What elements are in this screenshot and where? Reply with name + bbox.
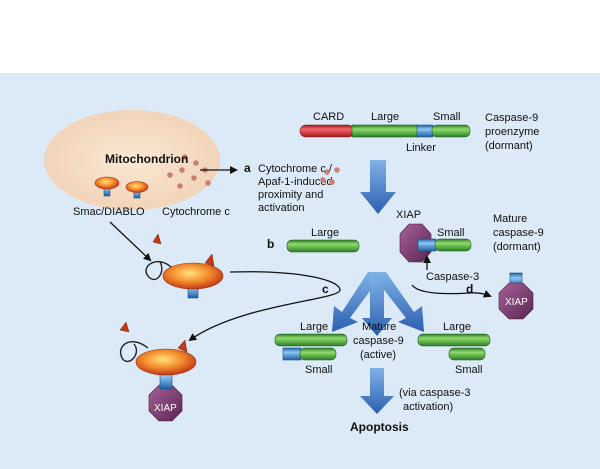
mitochondrion-label: Mitochondrion — [105, 152, 188, 166]
step-a-text-line: Apaf-1-induced — [258, 176, 333, 188]
small-subunit — [431, 124, 471, 138]
step-a-text-line: activation — [258, 202, 304, 214]
step-b-marker: b — [267, 237, 274, 251]
linker-domain — [282, 347, 302, 361]
xiap-protein — [399, 223, 432, 263]
mature-dormant-label-line: caspase-9 — [493, 227, 544, 239]
free-smac — [145, 233, 224, 299]
cytochrome-c-dot — [320, 177, 326, 183]
cytochrome-c-dot — [179, 167, 185, 173]
step-c-marker: c — [322, 282, 329, 296]
smac-release-arrow — [109, 221, 152, 262]
mature-active-label-line: Mature — [362, 321, 396, 333]
xiap-label: XIAP — [396, 209, 421, 221]
small-subunit — [299, 347, 337, 361]
apoptosis-label: Apoptosis — [350, 420, 409, 434]
cytochrome-c-dot — [329, 179, 335, 185]
released-xiap — [498, 272, 534, 320]
small-subunit — [434, 238, 472, 252]
step-d-marker: d — [466, 282, 473, 296]
smac-protein — [125, 181, 149, 199]
step-c-arrow — [188, 271, 341, 342]
cytochrome-c-dot — [193, 160, 199, 166]
xiap-label: XIAP — [505, 297, 528, 308]
step-a-text-line: Cytochrome c / — [258, 163, 333, 175]
card-label: CARD — [313, 111, 344, 123]
linker-domain — [416, 124, 434, 138]
caspase-3-label: Caspase-3 — [426, 271, 479, 283]
card-domain — [299, 124, 355, 138]
arrow-to-step-d — [411, 284, 492, 298]
apoptosis-arrow — [360, 368, 394, 414]
mature-dormant-label-line: (dormant) — [493, 241, 541, 253]
large-subunit — [351, 124, 419, 138]
activation-arrow — [360, 160, 396, 214]
linker-domain — [417, 238, 437, 252]
via-label-line: (via caspase-3 — [399, 387, 471, 399]
caspase-9-proenzyme — [299, 124, 471, 138]
large-subunit — [417, 333, 491, 347]
smac-label: Smac/DIABLO — [73, 206, 145, 218]
large-label: Large — [311, 227, 339, 239]
caspase9-pro-label-line: Caspase-9 — [485, 112, 538, 124]
cytochrome-c-dot — [324, 169, 330, 175]
step-a-marker: a — [244, 161, 251, 175]
small-label: Small — [305, 364, 333, 376]
mature-dormant-label-line: Mature — [493, 213, 527, 225]
cytochrome-c-dot — [205, 180, 211, 186]
step-a-text-line: proximity and — [258, 189, 323, 201]
mature-active-label-line: (active) — [360, 349, 396, 361]
large-label: Large — [443, 321, 471, 333]
small-label: Small — [433, 111, 461, 123]
mature-active-label-line: caspase-9 — [353, 335, 404, 347]
small-subunit — [448, 347, 486, 361]
smac-xiap-complex — [119, 321, 197, 422]
cytochrome-c-dot — [334, 167, 340, 173]
cytochrome-c-label: Cytochrome c — [162, 206, 230, 218]
smac-protein — [94, 176, 120, 197]
caspase9-pro-label-line: proenzyme — [485, 126, 539, 138]
large-subunit — [286, 239, 360, 253]
large-label: Large — [371, 111, 399, 123]
cytochrome-c-dot — [191, 175, 197, 181]
xiap-label: XIAP — [154, 403, 177, 414]
linker-label: Linker — [406, 142, 436, 154]
cytochrome-c-dot — [167, 172, 173, 178]
cytochrome-c-dot — [182, 154, 188, 160]
split-arrow — [332, 272, 424, 336]
via-label-line: activation) — [403, 401, 453, 413]
caspase9-pro-label-line: (dormant) — [485, 140, 533, 152]
mitochondrion — [44, 110, 220, 210]
large-label: Large — [300, 321, 328, 333]
small-label: Small — [437, 227, 465, 239]
cytochrome-c-dot — [177, 183, 183, 189]
large-subunit — [274, 333, 348, 347]
small-label: Small — [455, 364, 483, 376]
